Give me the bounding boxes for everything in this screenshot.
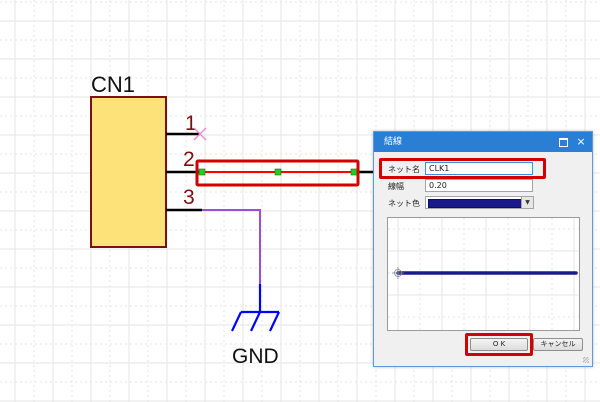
wire-handle-mid[interactable] <box>274 168 282 176</box>
net-name-label: ネット名 <box>388 165 420 174</box>
gnd-net-wire[interactable] <box>202 209 261 284</box>
ok-button[interactable]: O K <box>470 338 528 351</box>
close-icon: × <box>576 135 586 148</box>
no-connect-marker-icon <box>193 127 207 141</box>
pin-1-number: 1 <box>185 112 197 135</box>
dialog-titlebar[interactable]: 結線 × <box>374 132 592 152</box>
preview-canvas <box>388 218 579 330</box>
net-color-label: ネット色 <box>388 199 420 208</box>
net-color-swatch <box>428 199 523 208</box>
close-button[interactable]: × <box>572 132 590 152</box>
chevron-down-icon[interactable]: ▼ <box>521 197 533 208</box>
ok-button-highlight <box>465 333 533 356</box>
net-preview <box>387 217 580 331</box>
pin-2-number: 2 <box>183 148 195 171</box>
maximize-button[interactable] <box>554 132 572 152</box>
net-color-row: ネット色 ▼ <box>374 196 592 210</box>
dialog-title: 結線 <box>384 137 403 147</box>
component-body[interactable] <box>90 96 167 248</box>
net-name-highlight <box>379 158 546 179</box>
gnd-symbol-icon[interactable] <box>231 284 280 332</box>
wire-handle-start[interactable] <box>198 168 206 176</box>
net-name-row: ネット名 CLK1 <box>374 162 592 176</box>
selected-wire-highlight <box>195 159 360 187</box>
cancel-button[interactable]: キャンセル <box>533 338 583 351</box>
line-width-input[interactable]: 0.20 <box>425 179 533 192</box>
line-width-row: 線幅 0.20 <box>374 179 592 193</box>
wire-handle-end[interactable] <box>350 168 358 176</box>
net-name-input[interactable]: CLK1 <box>425 162 533 175</box>
preview-origin-marker-icon <box>392 267 404 279</box>
component-ref-label[interactable]: CN1 <box>91 72 135 97</box>
wiring-dialog: 結線 × ネット名 CLK1 線幅 0.20 ネット色 ▼ O K キャンセル <box>373 131 593 367</box>
net-color-select[interactable]: ▼ <box>425 196 534 209</box>
pin-3-number: 3 <box>183 186 195 209</box>
resize-grip-icon[interactable] <box>583 357 589 363</box>
line-width-label: 線幅 <box>388 182 404 191</box>
maximize-icon <box>558 137 568 147</box>
gnd-label: GND <box>232 345 279 368</box>
